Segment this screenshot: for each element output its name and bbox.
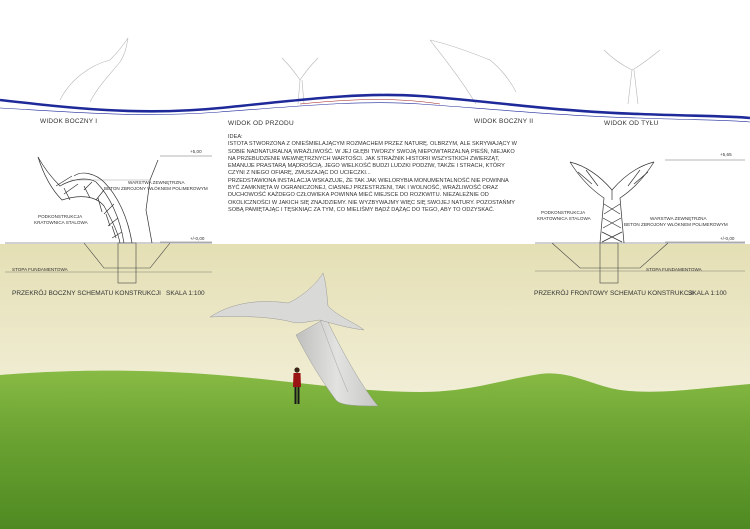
wave-line <box>0 93 750 120</box>
right-section-scale: SKALA 1:100 <box>688 290 727 297</box>
tail-sketch-side-1 <box>59 37 129 103</box>
right-level-top: +5,65 <box>720 152 732 157</box>
left-section-title: PRZEKRÓJ BOCZNY SCHEMATU KONSTRUKCJI <box>12 290 161 297</box>
grass-field <box>0 370 750 529</box>
label-side-view-1: WIDOK BOCZNY I <box>40 118 98 125</box>
left-substructure-label: PODKONSTRUKCJA <box>38 214 83 219</box>
right-substructure-label: PODKONSTRUKCJA <box>541 210 586 215</box>
left-substructure-material: KRATOWNICA STALOWA <box>34 220 88 225</box>
label-side-view-2: WIDOK BOCZNY II <box>474 118 534 125</box>
right-section-title: PRZEKRÓJ FRONTOWY SCHEMATU KONSTRUKCJI <box>534 290 694 297</box>
left-foundation-label: STOPA FUNDAMENTOWA <box>12 267 68 272</box>
wave-line-thin <box>0 102 750 123</box>
label-back-view: WIDOK OD TYŁU <box>604 120 659 127</box>
right-outer-layer-label: WARSTWA ZEWNĘTRZNA <box>650 216 707 221</box>
idea-text-block: IDEA: ISTOTA STWORZONA Z ONIEŚMIELAJĄCYM… <box>228 134 518 214</box>
tail-sketch-back <box>603 49 661 105</box>
right-level-ground: +/-0,00 <box>720 236 735 241</box>
label-front-view: WIDOK OD PRZODU <box>228 120 294 127</box>
tail-sketch-side-2 <box>429 39 517 105</box>
idea-paragraph-2: PRZEDSTAWIONA INSTALACJA WSKAZUJE, ŻE TA… <box>228 177 515 213</box>
left-outer-layer-material: BETON ZBROJONY WŁÓKNEM POLIMEROWYM <box>104 186 208 191</box>
sky-band <box>0 244 750 394</box>
left-outer-layer-label: WARSTWA ZEWNĘTRZNA <box>128 180 185 185</box>
right-outer-layer-material: BETON ZBROJONY WŁÓKNEM POLIMEROWYM <box>624 222 728 227</box>
left-level-ground: +/-0,00 <box>190 236 205 241</box>
left-section-scale: SKALA 1:100 <box>166 290 205 297</box>
top-elevation-strip <box>0 37 750 123</box>
idea-paragraph-1: ISTOTA STWORZONA Z ONIEŚMIELAJĄCYM ROZMA… <box>228 141 517 177</box>
left-level-top: +5,00 <box>190 149 202 154</box>
whale-tail-sculpture <box>209 272 379 407</box>
right-substructure-material: KRATOWNICA STALOWA <box>537 216 591 221</box>
idea-heading: IDEA: <box>228 134 243 140</box>
person-figure <box>293 367 301 404</box>
right-foundation-label: STOPA FUNDAMENTOWA <box>646 267 702 272</box>
